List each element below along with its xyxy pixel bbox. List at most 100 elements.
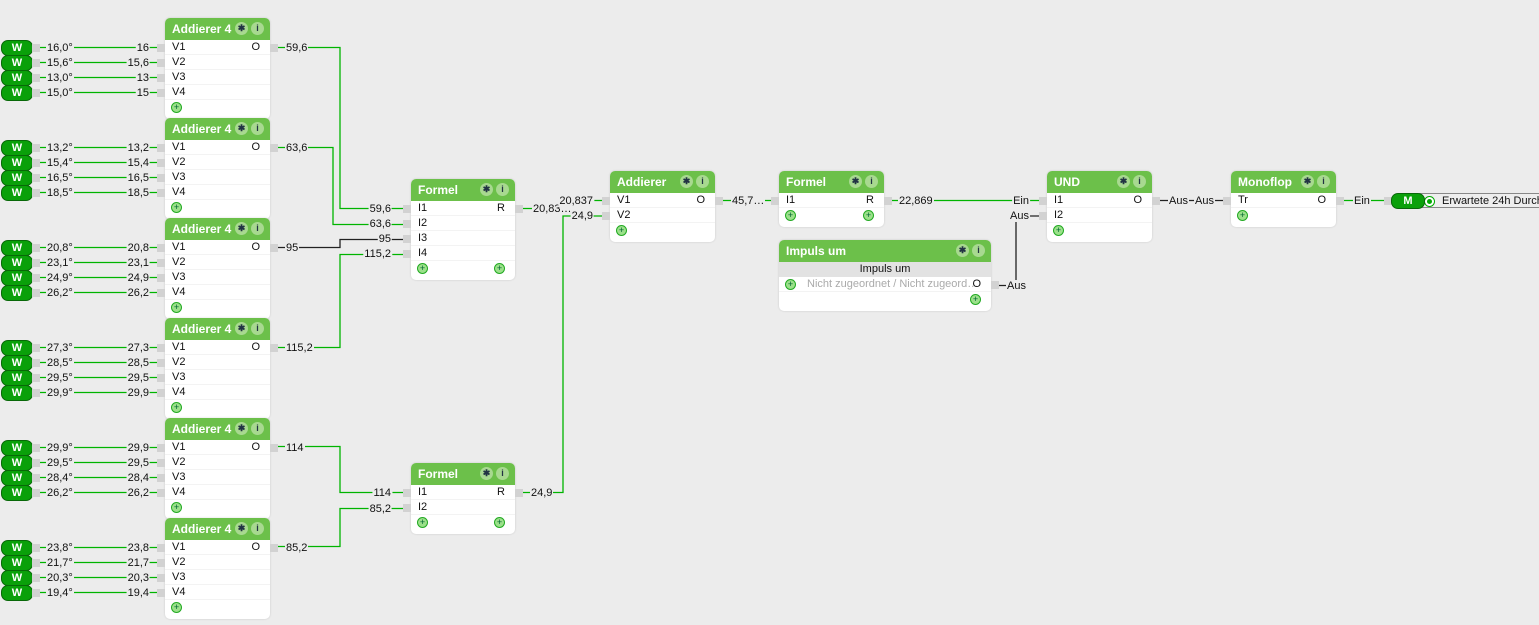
connector-port[interactable]: [602, 196, 610, 205]
add-input-icon[interactable]: +: [785, 279, 796, 290]
info-icon[interactable]: i: [696, 175, 709, 188]
w-value-button[interactable]: W: [1, 239, 33, 256]
add-input-icon[interactable]: +: [171, 402, 182, 413]
connector-port[interactable]: [32, 243, 40, 252]
connector-port[interactable]: [715, 196, 723, 205]
connector-port[interactable]: [884, 196, 892, 205]
m-output-button[interactable]: M: [1391, 193, 1425, 209]
connector-port[interactable]: [602, 211, 610, 220]
connector-port[interactable]: [157, 343, 165, 352]
gear-icon[interactable]: ✱: [1117, 175, 1130, 188]
connector-port[interactable]: [32, 188, 40, 197]
block-header[interactable]: Formel✱i: [779, 171, 884, 193]
gear-icon[interactable]: ✱: [1301, 175, 1314, 188]
connector-port[interactable]: [157, 173, 165, 182]
w-value-button[interactable]: W: [1, 184, 33, 201]
connector-port[interactable]: [270, 443, 278, 452]
w-value-button[interactable]: W: [1, 54, 33, 71]
w-value-button[interactable]: W: [1, 554, 33, 571]
connector-port[interactable]: [157, 543, 165, 552]
add-input-icon[interactable]: +: [171, 502, 182, 513]
connector-port[interactable]: [1039, 211, 1047, 220]
w-value-button[interactable]: W: [1, 354, 33, 371]
add-output-icon[interactable]: +: [970, 294, 981, 305]
connector-port[interactable]: [157, 588, 165, 597]
w-value-button[interactable]: W: [1, 569, 33, 586]
block-header[interactable]: Addierer✱i: [610, 171, 715, 193]
connector-port[interactable]: [32, 588, 40, 597]
connector-port[interactable]: [157, 58, 165, 67]
info-icon[interactable]: i: [865, 175, 878, 188]
connector-port[interactable]: [771, 196, 779, 205]
connector-port[interactable]: [32, 473, 40, 482]
block-header[interactable]: Formel✱i: [411, 179, 515, 201]
info-icon[interactable]: i: [251, 22, 264, 35]
w-value-button[interactable]: W: [1, 139, 33, 156]
add-input-icon[interactable]: +: [171, 202, 182, 213]
gear-icon[interactable]: ✱: [849, 175, 862, 188]
add-input-icon[interactable]: +: [171, 302, 182, 313]
connector-port[interactable]: [32, 558, 40, 567]
gear-icon[interactable]: ✱: [480, 183, 493, 196]
info-icon[interactable]: i: [251, 222, 264, 235]
w-value-button[interactable]: W: [1, 584, 33, 601]
connector-port[interactable]: [157, 88, 165, 97]
connector-port[interactable]: [32, 73, 40, 82]
connector-port[interactable]: [270, 143, 278, 152]
connector-port[interactable]: [32, 573, 40, 582]
info-icon[interactable]: i: [251, 322, 264, 335]
connector-port[interactable]: [32, 343, 40, 352]
connector-port[interactable]: [157, 473, 165, 482]
w-value-button[interactable]: W: [1, 154, 33, 171]
connector-port[interactable]: [157, 443, 165, 452]
connector-port[interactable]: [157, 358, 165, 367]
connector-port[interactable]: [157, 258, 165, 267]
w-value-button[interactable]: W: [1, 39, 33, 56]
connector-port[interactable]: [157, 143, 165, 152]
connector-port[interactable]: [32, 443, 40, 452]
connector-port[interactable]: [403, 219, 411, 228]
connector-port[interactable]: [157, 288, 165, 297]
connector-port[interactable]: [32, 258, 40, 267]
info-icon[interactable]: i: [251, 122, 264, 135]
connector-port[interactable]: [32, 388, 40, 397]
block-header[interactable]: Addierer 4✱i: [165, 18, 270, 40]
w-value-button[interactable]: W: [1, 454, 33, 471]
connector-port[interactable]: [1384, 196, 1392, 205]
connector-port[interactable]: [157, 488, 165, 497]
wire[interactable]: [523, 215, 602, 494]
connector-port[interactable]: [403, 488, 411, 497]
add-input-icon[interactable]: +: [171, 602, 182, 613]
info-icon[interactable]: i: [251, 422, 264, 435]
w-value-button[interactable]: W: [1, 254, 33, 271]
w-value-button[interactable]: W: [1, 439, 33, 456]
add-input-icon[interactable]: +: [616, 225, 627, 236]
connector-port[interactable]: [1152, 196, 1160, 205]
add-output-icon[interactable]: +: [863, 210, 874, 221]
add-input-icon[interactable]: +: [785, 210, 796, 221]
w-value-button[interactable]: W: [1, 169, 33, 186]
w-value-button[interactable]: W: [1, 384, 33, 401]
block-header[interactable]: Addierer 4✱i: [165, 118, 270, 140]
connector-port[interactable]: [991, 280, 999, 289]
connector-port[interactable]: [403, 249, 411, 258]
add-input-icon[interactable]: +: [171, 102, 182, 113]
connector-port[interactable]: [1039, 196, 1047, 205]
block-header[interactable]: Addierer 4✱i: [165, 318, 270, 340]
gear-icon[interactable]: ✱: [480, 467, 493, 480]
w-value-button[interactable]: W: [1, 339, 33, 356]
add-input-icon[interactable]: +: [417, 263, 428, 274]
gear-icon[interactable]: ✱: [235, 222, 248, 235]
connector-port[interactable]: [157, 273, 165, 282]
connector-port[interactable]: [32, 173, 40, 182]
connector-port[interactable]: [32, 143, 40, 152]
add-output-icon[interactable]: +: [494, 517, 505, 528]
gear-icon[interactable]: ✱: [235, 522, 248, 535]
connector-port[interactable]: [32, 273, 40, 282]
info-icon[interactable]: i: [972, 244, 985, 257]
